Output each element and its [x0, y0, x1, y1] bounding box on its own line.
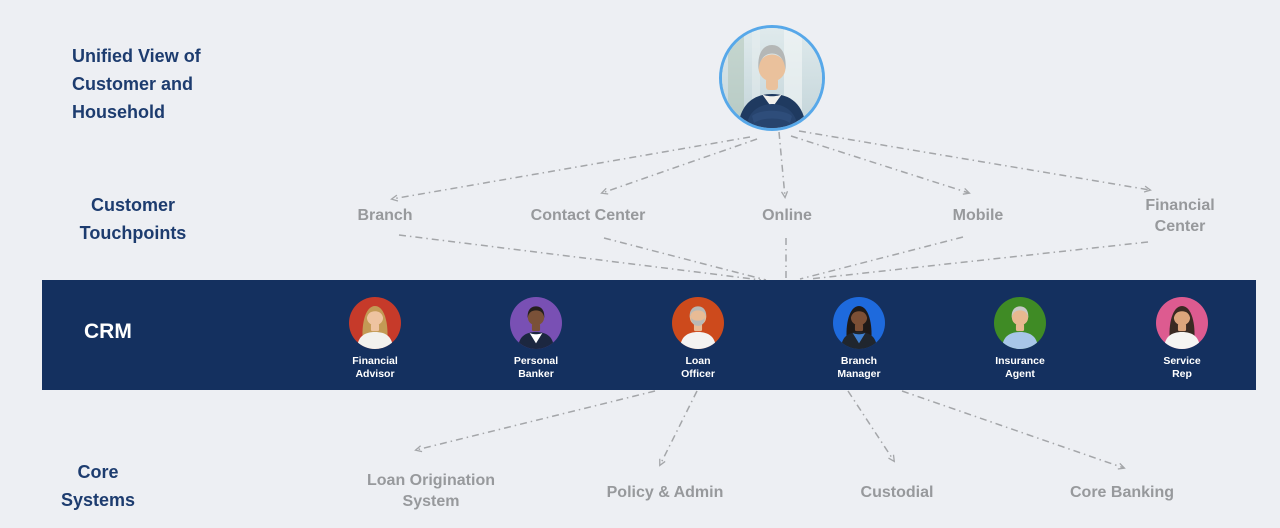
connector-customer-to-financial-center: [798, 130, 1152, 193]
core-system-policy-admin: Policy & Admin: [606, 484, 724, 501]
crm-person-service-rep: Service Rep: [1122, 297, 1242, 381]
connector-customer-to-branch: [390, 136, 751, 202]
crm-person-financial-advisor: Financial Advisor: [315, 297, 435, 381]
crm-person-branch-manager: Branch Manager: [799, 297, 919, 381]
crm-person-label: Loan Officer: [681, 355, 715, 380]
crm-person-label: Branch Manager: [837, 355, 881, 380]
connector-contact-center-to-crm: [603, 237, 767, 281]
crm-person-label: Financial Advisor: [352, 355, 398, 380]
connector-customer-to-contact-center: [600, 138, 758, 195]
label-unified-view: Unified View of Customer and Household: [72, 46, 201, 122]
core-system-loan-origination: Loan Origination System: [367, 472, 495, 510]
branch-manager-avatar-icon: [833, 297, 885, 349]
loan-officer-avatar-icon: [672, 297, 724, 349]
connector-branch-to-crm: [398, 234, 762, 281]
connector-crm-to-custodial: [847, 390, 896, 463]
connector-customer-to-online: [778, 131, 789, 199]
connector-mobile-to-crm: [799, 236, 964, 280]
label-core-systems: Core Systems: [60, 462, 136, 510]
crm-person-loan-officer: Loan Officer: [638, 297, 758, 381]
touchpoint-mobile: Mobile: [952, 207, 1004, 224]
financial-advisor-avatar-icon: [349, 297, 401, 349]
customer-photo-avatar: [719, 25, 825, 131]
connector-customer-to-mobile: [790, 135, 971, 195]
service-rep-avatar-icon: [1156, 297, 1208, 349]
connector-crm-to-policy-admin: [659, 390, 698, 467]
insurance-agent-avatar-icon: [994, 297, 1046, 349]
touchpoint-online: Online: [762, 207, 812, 224]
touchpoint-contact-center: Contact Center: [530, 207, 646, 224]
label-customer-touchpoints: Customer Touchpoints: [79, 195, 187, 243]
connector-crm-to-core-banking: [901, 390, 1126, 470]
connector-crm-to-loan-origination: [414, 390, 656, 453]
core-system-custodial: Custodial: [860, 484, 934, 501]
label-crm: CRM: [84, 320, 132, 343]
touchpoint-branch: Branch: [357, 207, 413, 224]
core-system-core-banking: Core Banking: [1069, 484, 1175, 501]
crm-band: [42, 280, 1256, 390]
connector-financial-center-to-crm: [809, 241, 1149, 280]
crm-person-label: Personal Banker: [513, 355, 559, 380]
crm-person-label: Insurance Agent: [995, 355, 1045, 380]
crm-person-insurance-agent: Insurance Agent: [960, 297, 1080, 381]
personal-banker-avatar-icon: [510, 297, 562, 349]
crm-person-label: Service Rep: [1163, 355, 1201, 380]
customer-avatar-icon: [722, 28, 822, 128]
crm-person-personal-banker: Personal Banker: [476, 297, 596, 381]
touchpoint-financial-center: Financial Center: [1145, 197, 1215, 235]
